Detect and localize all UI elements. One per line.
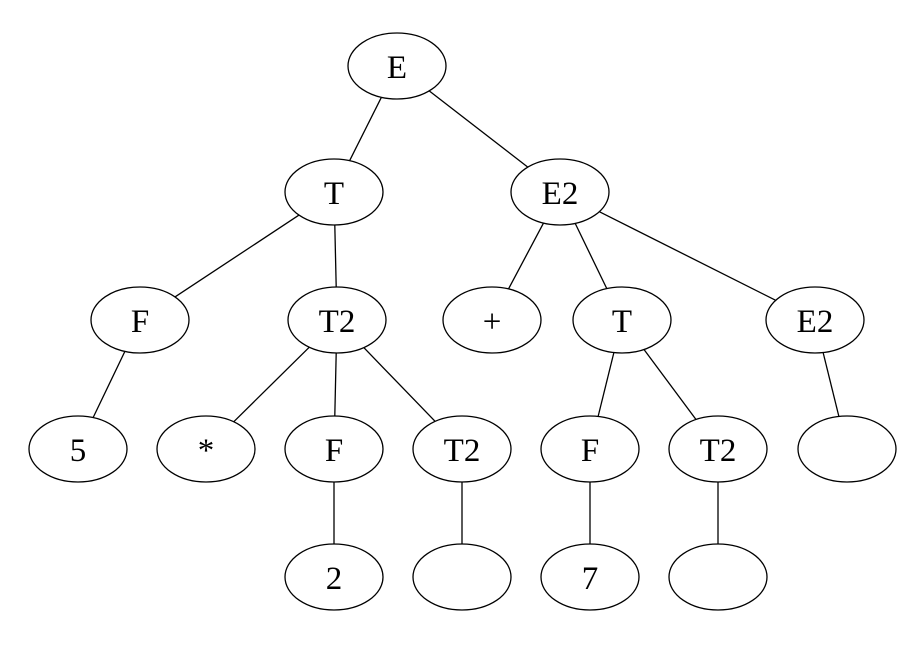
tree-edge-E-E2_a — [428, 90, 529, 168]
node-ellipse-num5 — [28, 415, 128, 483]
node-label-F_a: F — [131, 304, 149, 340]
tree-node-num5: 5 — [28, 415, 128, 483]
tree-node-num2: 2 — [284, 543, 384, 611]
node-label-E: E — [387, 50, 407, 86]
tree-edge-T_b-F_c — [597, 352, 615, 417]
tree-edge-T2_a-star — [233, 346, 310, 423]
node-ellipse-T_a — [284, 158, 384, 226]
tree-edge-T2_a-F_b — [334, 352, 337, 417]
node-ellipse-star — [156, 415, 256, 483]
node-ellipse-F_a — [90, 286, 190, 354]
edge-layer — [92, 90, 840, 544]
tree-node-num7: 7 — [540, 543, 640, 611]
node-ellipse-num2 — [284, 543, 384, 611]
node-ellipse-E — [347, 32, 447, 100]
node-ellipse-E2_b — [765, 286, 865, 354]
node-label-num5: 5 — [70, 433, 87, 469]
node-label-plus: + — [483, 304, 502, 340]
tree-node-T2_a: T2 — [287, 286, 387, 354]
node-label-num7: 7 — [582, 561, 599, 597]
tree-node-F_b: F — [284, 415, 384, 483]
tree-edge-T_a-F_a — [174, 214, 300, 298]
tree-edge-F_a-num5 — [92, 351, 126, 418]
node-ellipse-plus — [442, 286, 542, 354]
tree-edge-T_a-T2_a — [334, 224, 337, 288]
tree-node-plus: + — [442, 286, 542, 354]
node-label-E2_b: E2 — [797, 304, 834, 340]
tree-node-T_b: T — [572, 286, 672, 354]
node-ellipse-F_b — [284, 415, 384, 483]
node-ellipse-F_c — [540, 415, 640, 483]
node-label-num2: 2 — [326, 561, 343, 597]
node-ellipse-blank_c — [668, 543, 768, 611]
tree-edge-E2_a-plus — [507, 222, 545, 290]
node-label-E2_a: E2 — [542, 176, 579, 212]
node-label-T2_a: T2 — [319, 304, 356, 340]
node-label-T2_b: T2 — [444, 433, 481, 469]
tree-edge-E2_b-blank_a — [822, 352, 840, 417]
node-label-T2_c: T2 — [700, 433, 737, 469]
tree-node-F_c: F — [540, 415, 640, 483]
tree-node-T_a: T — [284, 158, 384, 226]
tree-edge-T2_a-T2_b — [363, 347, 436, 422]
tree-node-blank_a — [797, 415, 897, 483]
node-label-T_b: T — [612, 304, 632, 340]
tree-node-E2_b: E2 — [765, 286, 865, 354]
tree-edge-E2_a-T_b — [574, 223, 608, 289]
tree-node-E2_a: E2 — [510, 158, 610, 226]
tree-node-E: E — [347, 32, 447, 100]
tree-edge-T_b-T2_c — [643, 349, 697, 420]
tree-node-blank_b — [412, 543, 512, 611]
tree-edge-E2_a-E2_b — [599, 211, 776, 301]
node-label-star: * — [198, 433, 215, 469]
node-ellipse-E2_a — [510, 158, 610, 226]
node-ellipse-num7 — [540, 543, 640, 611]
node-label-F_c: F — [581, 433, 599, 469]
node-ellipse-T_b — [572, 286, 672, 354]
node-label-F_b: F — [325, 433, 343, 469]
tree-node-T2_c: T2 — [668, 415, 768, 483]
tree-node-star: * — [156, 415, 256, 483]
tree-node-F_a: F — [90, 286, 190, 354]
tree-node-blank_c — [668, 543, 768, 611]
node-ellipse-blank_a — [797, 415, 897, 483]
node-ellipse-T2_c — [668, 415, 768, 483]
node-label-T_a: T — [324, 176, 344, 212]
node-ellipse-T2_b — [412, 415, 512, 483]
tree-edge-E-T_a — [349, 97, 382, 161]
node-ellipse-blank_b — [412, 543, 512, 611]
node-ellipse-T2_a — [287, 286, 387, 354]
tree-node-T2_b: T2 — [412, 415, 512, 483]
